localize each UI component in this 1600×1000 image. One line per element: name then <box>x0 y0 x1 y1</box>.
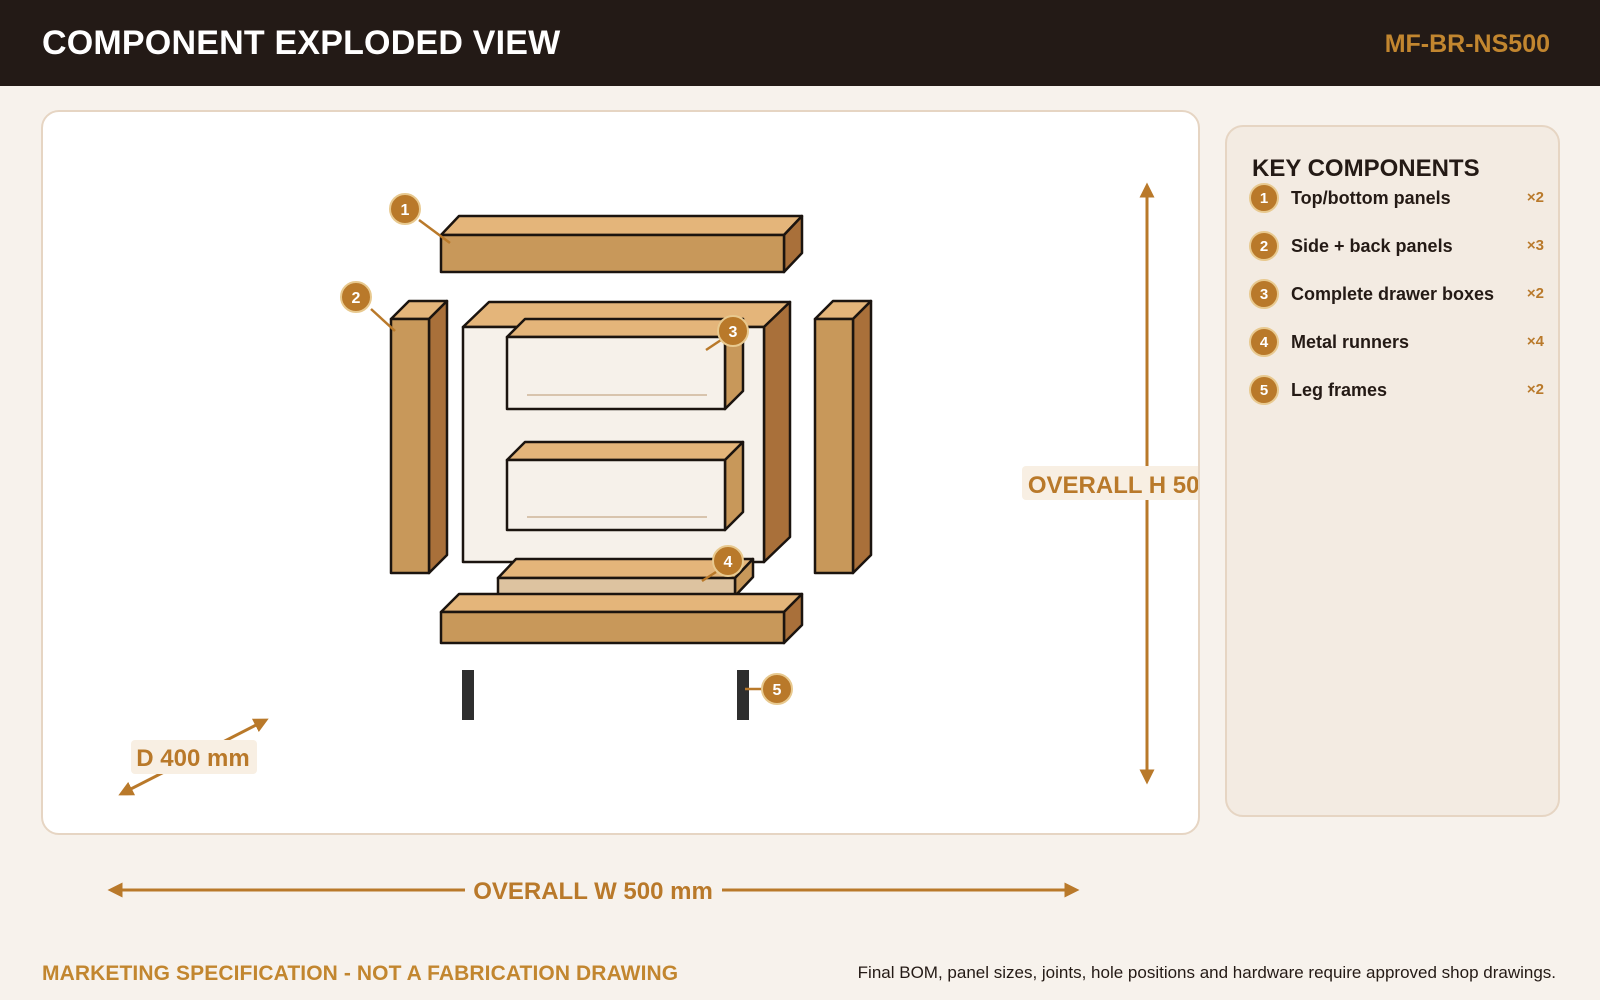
svg-text:1: 1 <box>401 202 410 219</box>
leg-right <box>737 670 749 720</box>
key-item-label: Top/bottom panels <box>1291 188 1451 208</box>
key-item-metal-runners: 4 Metal runners ×4 <box>1249 327 1544 375</box>
top-panel <box>439 214 804 274</box>
exploded-diagram: 1 2 3 4 5 OVERALL H 500 mm D 400 mm <box>118 182 1200 796</box>
key-components-panel: KEY COMPONENTS 1 Top/bottom panels ×2 2 … <box>1225 125 1560 817</box>
drawer-box-upper <box>505 317 745 411</box>
footer-disclaimer: MARKETING SPECIFICATION - NOT A FABRICAT… <box>42 962 679 985</box>
key-item-qty: ×3 <box>1526 237 1544 254</box>
right-side-panel <box>813 299 873 575</box>
key-item-label: Metal runners <box>1291 332 1410 352</box>
key-item-qty: ×2 <box>1526 285 1544 302</box>
key-list: 1 Top/bottom panels ×2 2 Side + back pan… <box>1249 183 1544 423</box>
key-number-badge: 2 <box>1249 231 1279 261</box>
key-number-badge: 3 <box>1249 279 1279 309</box>
page-title: COMPONENT EXPLODED VIEW <box>42 24 561 62</box>
key-item-drawer-boxes: 3 Complete drawer boxes ×2 <box>1249 279 1544 327</box>
key-item-qty: ×2 <box>1526 189 1544 206</box>
key-item-qty: ×2 <box>1526 381 1544 398</box>
callout-1: 1 <box>389 193 421 225</box>
diagram-card: 1 2 3 4 5 OVERALL H 500 mm D 400 mm <box>41 110 1200 835</box>
callout-3: 3 <box>717 315 749 347</box>
key-item-label: Complete drawer boxes <box>1291 284 1495 304</box>
depth-dimension: D 400 mm <box>118 718 269 796</box>
header-bar: COMPONENT EXPLODED VIEW MF-BR-NS500 <box>0 0 1600 86</box>
key-item-label: Leg frames <box>1291 380 1388 400</box>
callout-2: 2 <box>340 281 372 313</box>
key-item-qty: ×4 <box>1526 333 1544 350</box>
depth-label: D 400 mm <box>136 745 249 772</box>
drawer-box-lower <box>505 440 745 532</box>
key-title: KEY COMPONENTS <box>1252 155 1480 182</box>
key-number-badge: 1 <box>1249 183 1279 213</box>
left-side-panel <box>389 299 449 575</box>
width-dimension: OVERALL W 500 mm <box>107 878 1080 905</box>
key-item-top-bottom-panels: 1 Top/bottom panels ×2 <box>1249 183 1544 231</box>
svg-text:4: 4 <box>724 554 733 571</box>
bottom-panel <box>439 592 804 645</box>
key-item-side-back-panels: 2 Side + back panels ×3 <box>1249 231 1544 279</box>
product-code: MF-BR-NS500 <box>1384 30 1550 58</box>
height-dimension: OVERALL H 500 mm <box>1022 182 1200 785</box>
leg-left <box>462 670 474 720</box>
svg-text:5: 5 <box>773 682 782 699</box>
width-label: OVERALL W 500 mm <box>473 878 713 905</box>
callout-5: 5 <box>761 673 793 705</box>
callout-4: 4 <box>712 545 744 577</box>
key-number-badge: 5 <box>1249 375 1279 405</box>
key-item-leg-frames: 5 Leg frames ×2 <box>1249 375 1544 423</box>
metal-runner <box>496 557 755 598</box>
svg-text:2: 2 <box>352 290 361 307</box>
key-number-badge: 4 <box>1249 327 1279 357</box>
key-item-label: Side + back panels <box>1291 236 1453 256</box>
height-label: OVERALL H 500 mm <box>1028 472 1200 499</box>
footer-note: Final BOM, panel sizes, joints, hole pos… <box>857 963 1556 982</box>
svg-text:3: 3 <box>729 324 738 341</box>
